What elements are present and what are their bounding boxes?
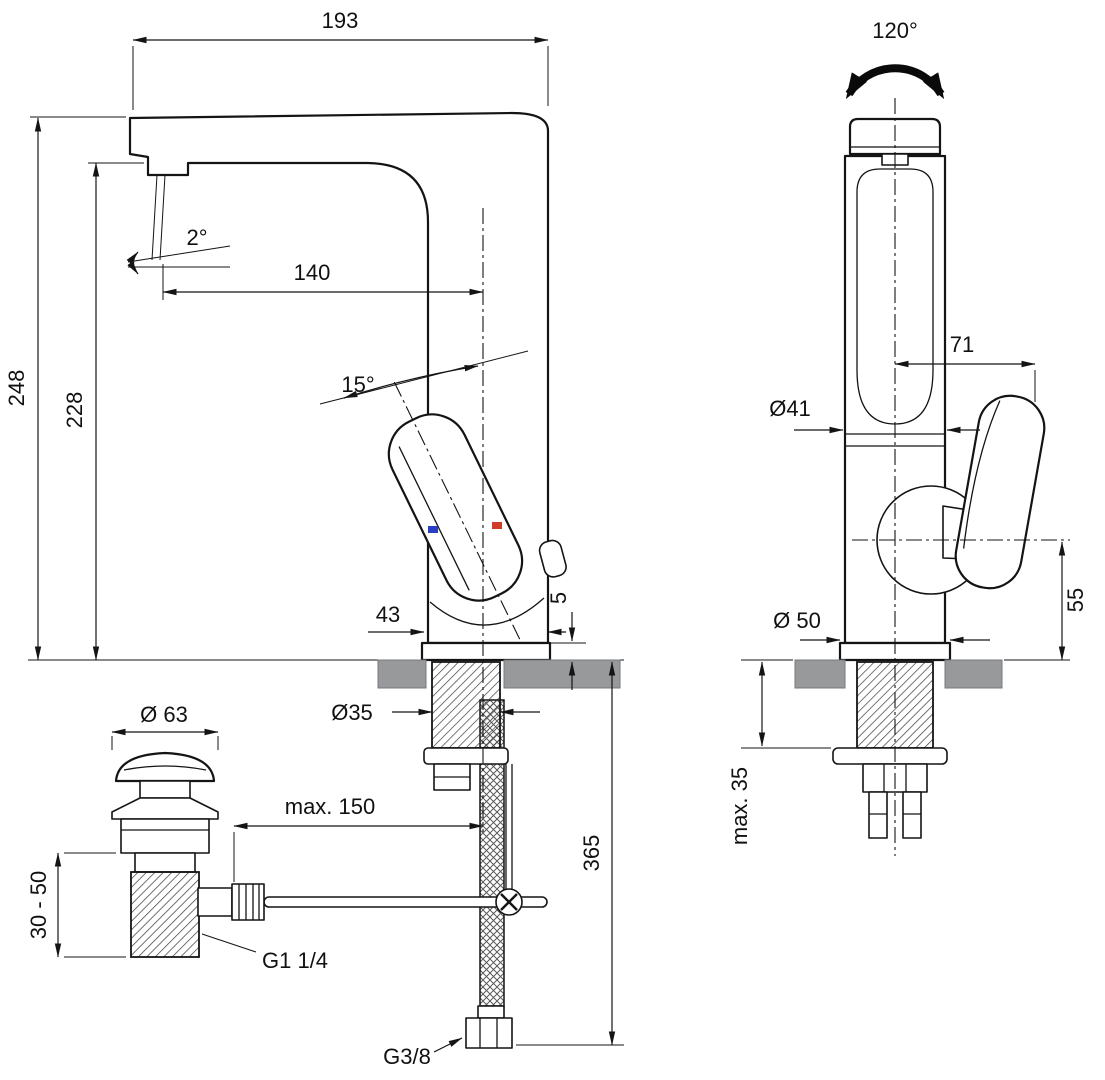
- popup-plug: [114, 751, 216, 783]
- dim-label-swivel-angle: 120°: [872, 18, 918, 43]
- hose-connector: [477, 1005, 505, 1019]
- mounting-side: [423, 661, 509, 791]
- hose-nut: [465, 1017, 513, 1049]
- leader-g114: [201, 933, 257, 953]
- dim-label-body-diameter: Ø41: [769, 396, 811, 421]
- dim-label-max-deck-thickness: max. 35: [727, 767, 752, 845]
- hot-indicator: [492, 522, 502, 529]
- angle-arc-15deg: [343, 364, 479, 399]
- dimensions-side: [30, 36, 624, 1053]
- dim-label-hose-length: 365: [579, 835, 604, 872]
- supply-tail: [868, 791, 888, 839]
- drain-thread-pipe: [130, 871, 200, 958]
- side-knob: [538, 539, 567, 578]
- dim-label-total-width: 193: [322, 8, 359, 33]
- dim-label-handle-height: 55: [1063, 588, 1088, 612]
- dim-label-base-height: 5: [546, 592, 571, 604]
- front-view: 120° 71 Ø41 Ø 50 55 max. 35: [727, 18, 1088, 856]
- base-plate-side: [420, 641, 552, 662]
- mounting-bracket: [423, 747, 509, 765]
- counter-right: [503, 659, 621, 689]
- dimensions-front: [741, 360, 1070, 749]
- threaded-shank-side: [431, 661, 501, 749]
- faucet-side: [128, 111, 567, 662]
- cartridge-dome-arc: [429, 597, 545, 626]
- dim-label-hose-thread: G3/8: [383, 1044, 431, 1069]
- dim-label-drain-height-range: 30 - 50: [26, 871, 51, 940]
- mounting-front: [832, 661, 948, 839]
- handle-side: [387, 381, 525, 648]
- dim-label-spout-reach: 140: [294, 260, 331, 285]
- cold-indicator: [428, 526, 438, 533]
- spout-front-contour: [856, 168, 934, 425]
- dim-label-spout-angle: 2°: [186, 225, 207, 250]
- supply-tail: [902, 791, 922, 839]
- lever-front: [954, 394, 1046, 590]
- dim-label-base-depth: 43: [376, 602, 400, 627]
- counter-left-front: [794, 659, 846, 689]
- rod-port: [197, 887, 233, 917]
- swivel-arc: [845, 64, 945, 100]
- faucet-front: [838, 117, 1046, 662]
- dim-label-drain-flange-diameter: Ø 63: [140, 702, 188, 727]
- drain-flange: [111, 797, 219, 820]
- handle-front: [954, 394, 1046, 590]
- plug-stem: [139, 780, 191, 799]
- counter-left: [377, 659, 427, 689]
- side-view: 193 248 228 140 2° 15° 43 5 Ø35 Ø 63 max…: [4, 8, 624, 1069]
- drain-body: [120, 818, 210, 854]
- handle-axis-centerline: [393, 381, 525, 648]
- dim-label-handle-projection: 71: [950, 332, 974, 357]
- counter-right-front: [944, 659, 1003, 689]
- mounting-plate: [832, 747, 948, 765]
- dim-label-handle-angle: 15°: [341, 372, 374, 397]
- dim-label-shank-diameter: Ø35: [331, 700, 373, 725]
- dim-label-base-diameter: Ø 50: [773, 608, 821, 633]
- dim-label-overall-height: 248: [4, 370, 29, 407]
- drain-assembly: [111, 751, 265, 958]
- dim-label-drain-thread: G1 1/4: [262, 948, 328, 973]
- drain-waist: [134, 852, 196, 873]
- spout-stream-line: [159, 174, 166, 261]
- leader-g38: [433, 1037, 463, 1053]
- angle-arc-2deg: [126, 251, 139, 275]
- spout-stream-line: [151, 174, 158, 261]
- dim-label-rod-max-length: max. 150: [285, 794, 376, 819]
- dim-label-spout-height: 228: [62, 392, 87, 429]
